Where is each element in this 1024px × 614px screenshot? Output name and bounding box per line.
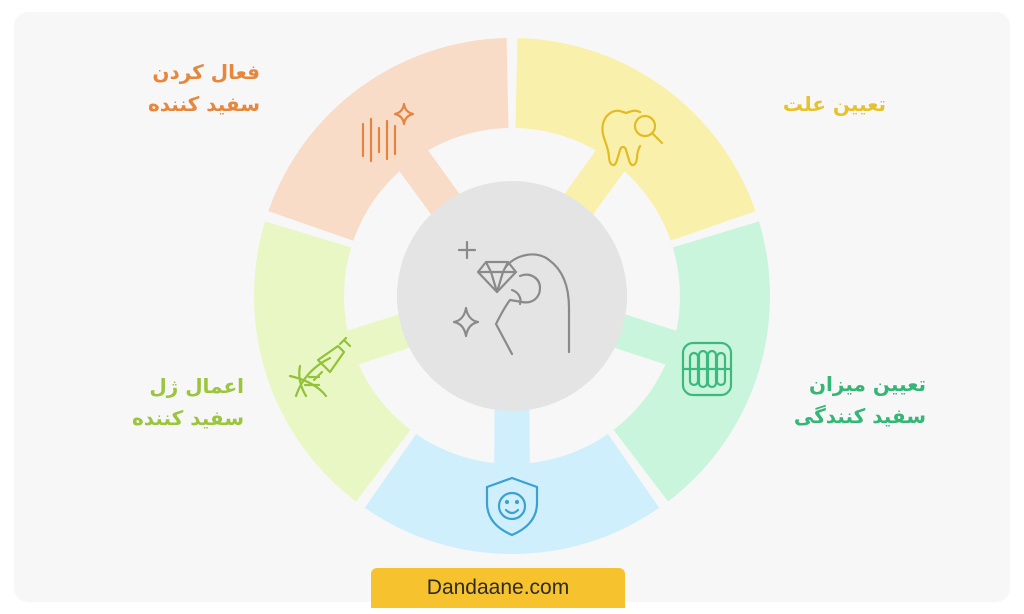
segment-connector-activate <box>398 148 462 217</box>
teeth-icon <box>681 341 733 397</box>
label-line: تعیین میزان <box>808 372 926 396</box>
segment-connector-cause <box>562 148 626 217</box>
tooth-search-icon <box>601 109 664 167</box>
brand-text: Dandaane.com <box>426 576 570 599</box>
syringe-dna-icon <box>288 336 352 398</box>
segment-apply <box>253 221 411 502</box>
light-sparkle-icon <box>361 102 415 163</box>
label-line: تعیین علت <box>782 92 886 116</box>
hand-diamond-icon <box>452 240 571 356</box>
label-activate-whitener: فعال کردن سفید کننده <box>148 56 260 120</box>
center-circle <box>397 181 627 411</box>
label-line: اعمال ژل <box>149 374 244 398</box>
shield-face-icon <box>485 476 539 537</box>
label-determine-cause: تعیین علت <box>783 88 886 120</box>
segment-amount <box>613 221 770 502</box>
label-line: فعال کردن <box>152 60 260 84</box>
segment-connector-amount <box>611 313 679 366</box>
segment-cause <box>515 38 756 241</box>
segment-activate <box>268 38 509 241</box>
label-apply-gel: اعمال ژل سفید کننده <box>132 370 244 434</box>
segment-connector-shield <box>494 406 530 466</box>
label-line: سفید کنندگی <box>793 404 926 428</box>
segment-connector-apply <box>345 313 413 366</box>
label-line: سفید کننده <box>147 92 260 116</box>
label-line: سفید کننده <box>131 406 244 430</box>
brand-banner[interactable]: Dandaane.com <box>371 568 625 608</box>
label-determine-amount: تعیین میزان سفید کنندگی <box>794 368 926 432</box>
